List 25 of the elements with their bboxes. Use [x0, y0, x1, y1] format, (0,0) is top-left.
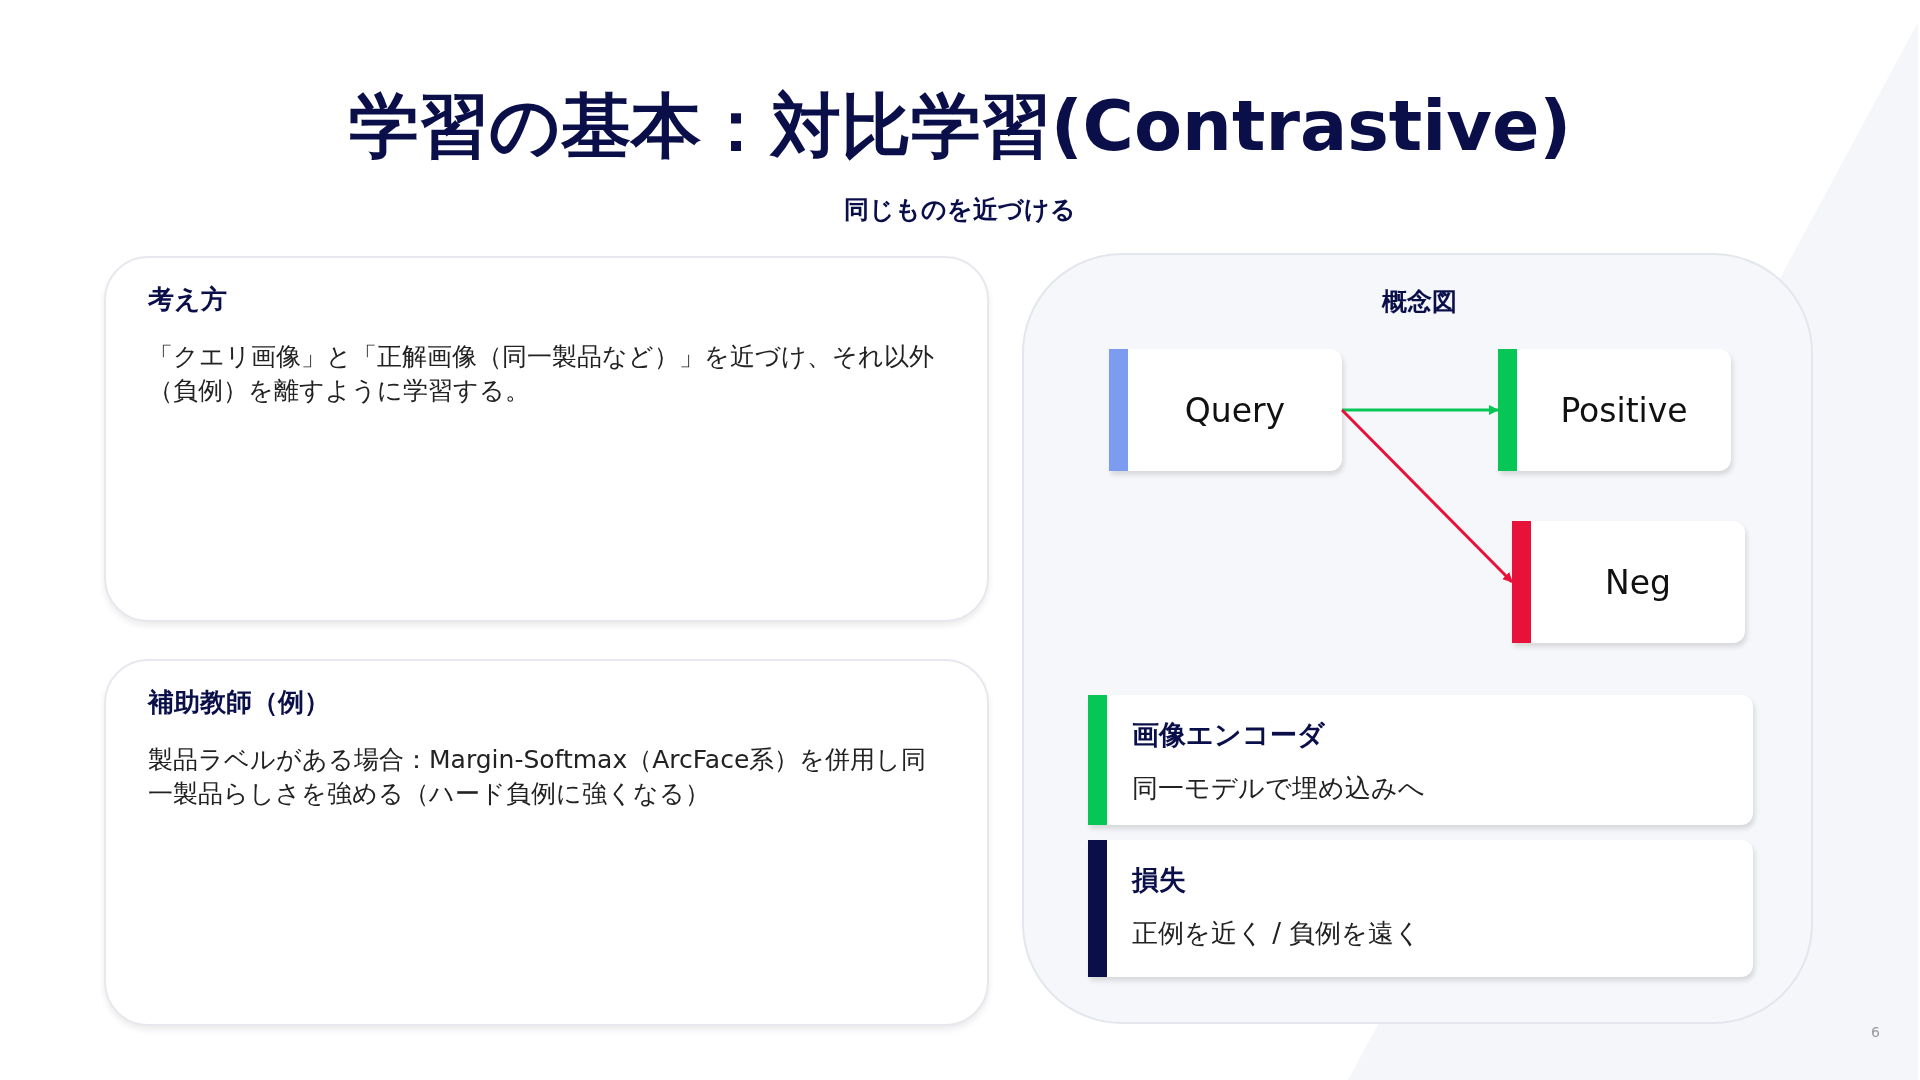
box-heading: 画像エンコーダ	[1132, 718, 1325, 752]
concept-box	[1512, 521, 1745, 643]
box-label: Neg	[1605, 562, 1671, 602]
info-card	[104, 659, 989, 1026]
page-number: 6	[1870, 1024, 1880, 1040]
concept-box	[1498, 349, 1731, 471]
box-text: 同一モデルで埋め込みへ	[1132, 772, 1425, 805]
info-box	[1088, 840, 1753, 977]
info-box	[1088, 695, 1753, 825]
card-text: 「クエリ画像」と「正解画像（同一製品など）」を近づけ、それ以外（負例）を離すように学習する。	[148, 341, 935, 407]
slide-title: 学習の基本：対比学習(Contrastive)	[347, 84, 1573, 169]
box-heading: 損失	[1132, 863, 1186, 897]
box-label: Positive	[1560, 390, 1688, 430]
panel-heading: 概念図	[1380, 286, 1458, 318]
concept-box	[1109, 349, 1342, 471]
box-label: Query	[1184, 390, 1286, 430]
subtitle: 同じものを近づける	[843, 194, 1077, 226]
card-heading: 考え方	[148, 283, 227, 316]
card-heading: 補助教師（例）	[148, 686, 330, 719]
card-text: 製品ラベルがある場合：Margin-Softmax（ArcFace系）を併用し同一製品らしさを強める（ハード負例に強くなる）	[148, 744, 928, 810]
info-card	[104, 256, 989, 622]
diagram-panel	[1022, 253, 1813, 1024]
box-text: 正例を近く / 負例を遠く	[1132, 917, 1422, 950]
arrow	[1342, 405, 1499, 415]
arrow	[1340, 408, 1514, 584]
